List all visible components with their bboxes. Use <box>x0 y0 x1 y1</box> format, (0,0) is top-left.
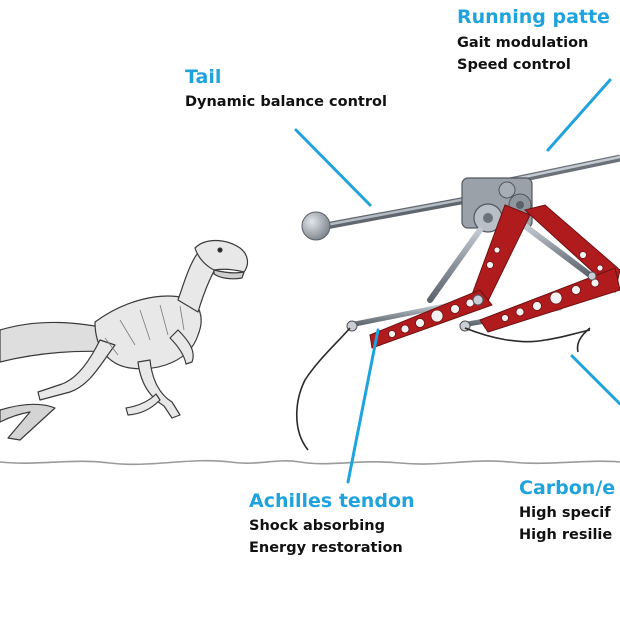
tail-leader-line <box>294 128 372 207</box>
running-pattern-title: Running patte <box>457 6 610 28</box>
achilles-leader-line <box>346 328 380 484</box>
carbon-line-1: High specif <box>519 505 611 521</box>
robotic-leg-mechanism-icon <box>296 154 620 451</box>
carbon-leader-line <box>570 354 620 406</box>
carbon-title: Carbon/e <box>519 477 616 499</box>
achilles-tendon-line-2: Energy restoration <box>249 540 403 556</box>
running-pattern-line-2: Speed control <box>457 57 571 73</box>
carbon-line-2: High resilie <box>519 527 613 543</box>
running-pattern-leader-line <box>546 78 612 152</box>
running-pattern-label: Running patte Gait modulation Speed cont… <box>457 6 610 76</box>
achilles-tendon-label: Achilles tendon Shock absorbing Energy r… <box>249 490 415 559</box>
achilles-tendon-title: Achilles tendon <box>249 490 415 512</box>
carbon-label: Carbon/e High specif High resilie <box>519 477 615 546</box>
tail-title: Tail <box>185 66 222 88</box>
tail-line-1: Dynamic balance control <box>185 94 387 110</box>
running-pattern-line-1: Gait modulation <box>457 35 589 51</box>
velociraptor-sketch-icon <box>0 239 249 441</box>
achilles-tendon-line-1: Shock absorbing <box>249 518 385 534</box>
ground-line <box>0 459 620 466</box>
tail-label: Tail Dynamic balance control <box>185 66 387 113</box>
